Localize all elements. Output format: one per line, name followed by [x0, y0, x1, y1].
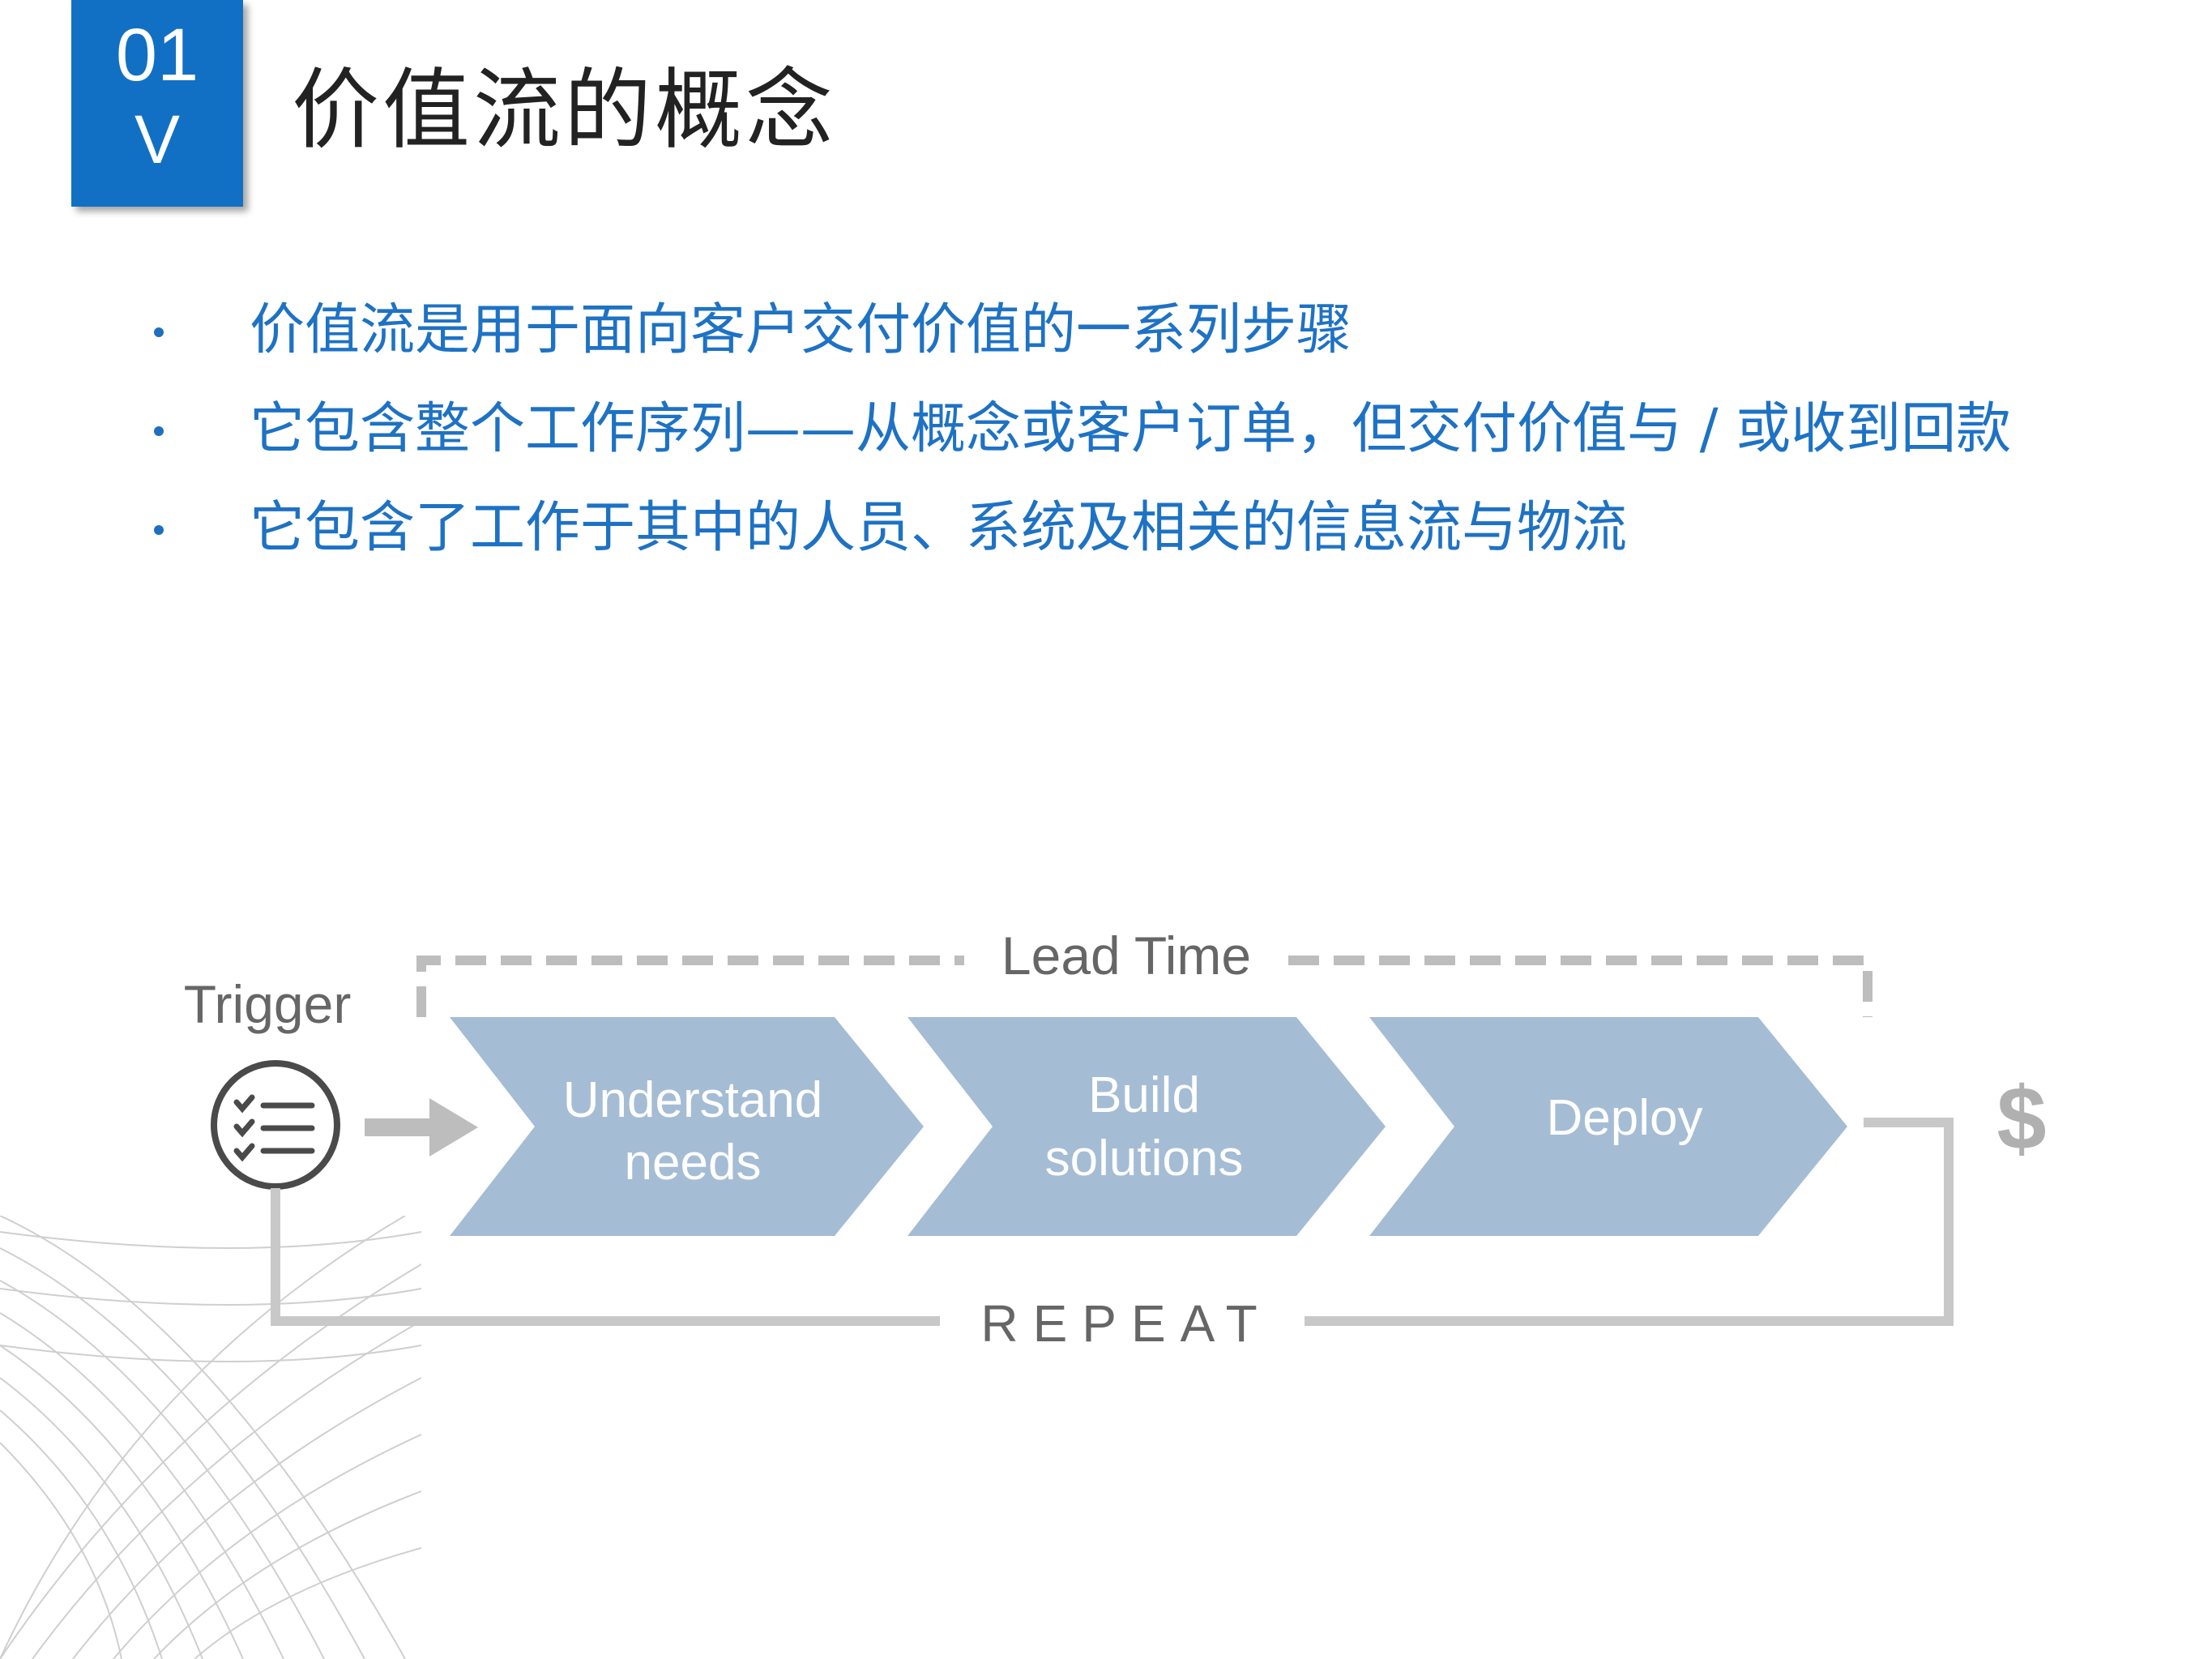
step-label-line1: Deploy	[1547, 1090, 1703, 1146]
decorative-lattice	[0, 1216, 421, 1659]
step-label-line1: Understand	[563, 1072, 823, 1128]
bullet-list: 价值流是用于面向客户交付价值的一系列步骤 它包含整个工作序列——从概念或客户订单…	[154, 292, 2058, 588]
repeat-loop-line	[271, 1118, 1954, 1326]
bullet-dot-icon	[154, 525, 164, 535]
lead-time-bracket	[416, 956, 1873, 1017]
arrow-right-icon	[365, 1098, 478, 1157]
bullet-dot-icon	[154, 327, 164, 337]
bullet-dot-icon	[154, 426, 164, 436]
bullet-item: 价值流是用于面向客户交付价值的一系列步骤	[154, 292, 2058, 370]
step-chevron-understand	[450, 1017, 924, 1236]
checklist-icon	[211, 1060, 340, 1190]
step-label-line2: needs	[625, 1135, 762, 1191]
page-title: 价值流的概念	[292, 60, 837, 161]
step-label-line1: Build	[1088, 1067, 1200, 1123]
bullet-item: 它包含整个工作序列——从概念或客户订单，但交付价值与 / 或收到回款	[154, 391, 2058, 468]
trigger-label: Trigger	[184, 974, 352, 1034]
lead-time-label: Lead Time	[1001, 926, 1251, 986]
step-label-line2: solutions	[1045, 1131, 1244, 1187]
dollar-icon: $	[1996, 1069, 2046, 1169]
section-badge: 01 V	[71, 0, 243, 207]
bullet-text: 它包含整个工作序列——从概念或客户订单，但交付价值与 / 或收到回款	[250, 397, 2012, 461]
repeat-label: REPEAT	[980, 1294, 1271, 1353]
step-chevron-deploy	[1369, 1017, 1847, 1236]
bullet-text: 它包含了工作于其中的人员、系统及相关的信息流与物流	[250, 496, 1628, 560]
section-letter: V	[134, 101, 181, 177]
bullet-item: 它包含了工作于其中的人员、系统及相关的信息流与物流	[154, 490, 2058, 567]
bullet-text: 价值流是用于面向客户交付价值的一系列步骤	[250, 298, 1352, 362]
step-chevron-build	[907, 1017, 1386, 1236]
section-number: 01	[115, 14, 199, 96]
